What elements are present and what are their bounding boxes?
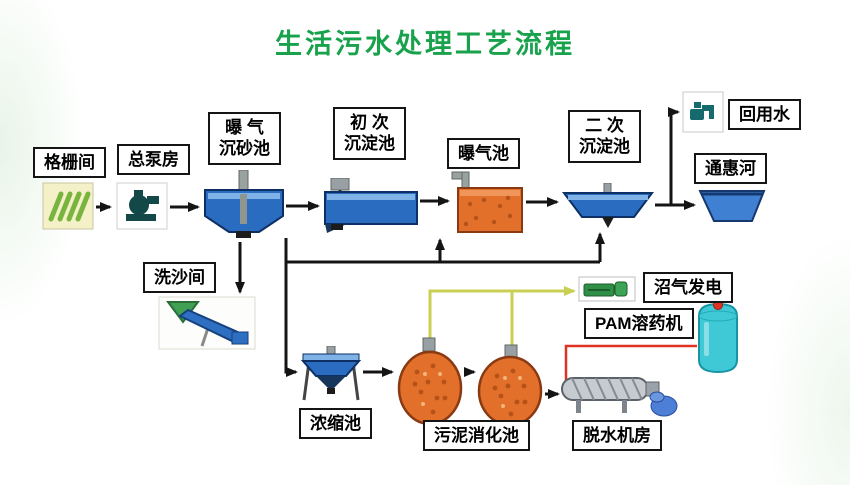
label-pam: PAM溶药机 (584, 308, 694, 340)
reuse-water-tap-icon (682, 91, 724, 133)
main-flow-arrows (96, 107, 696, 399)
label-primary-line1: 初 次 (350, 113, 389, 132)
label-primary-clarifier: 初 次 沉淀池 (333, 107, 406, 160)
label-aeration-tank: 曝气池 (447, 138, 520, 170)
pump-icon (116, 182, 168, 230)
sand-washer-icon (158, 296, 256, 350)
label-aerated-grit-line1: 曝 气 (225, 118, 264, 137)
label-thickener: 浓缩池 (299, 408, 372, 440)
dewatering-machine-icon (561, 377, 678, 417)
label-river: 通惠河 (694, 153, 767, 185)
river-channel-icon (698, 190, 766, 222)
label-biogas: 沼气发电 (643, 272, 733, 304)
label-pump-house: 总泵房 (117, 144, 190, 176)
aerated-grit-tank-icon (204, 170, 284, 238)
thickener-tank-icon (300, 346, 362, 401)
label-secondary-line1: 二 次 (585, 116, 624, 135)
digester-tank-2-icon (477, 344, 543, 427)
pam-tank-icon (698, 300, 738, 374)
biogas-generator-icon (578, 276, 636, 302)
secondary-clarifier-icon (562, 183, 654, 228)
label-grid-room: 格栅间 (33, 147, 106, 179)
label-reuse-water: 回用水 (728, 99, 801, 131)
digester-tank-1-icon (397, 337, 463, 426)
label-primary-line2: 沉淀池 (344, 134, 395, 154)
page-title: 生活污水处理工艺流程 (275, 29, 575, 59)
label-aerated-grit: 曝 气 沉砂池 (208, 112, 281, 165)
label-aerated-grit-line2: 沉砂池 (219, 139, 270, 159)
primary-clarifier-icon (324, 178, 418, 233)
label-sand-wash: 洗沙间 (143, 262, 216, 294)
label-dewatering: 脱水机房 (572, 420, 662, 452)
biogas-line (428, 286, 576, 350)
aeration-tank-icon (451, 171, 523, 233)
bar-screen-icon (42, 182, 94, 230)
label-secondary-line2: 沉淀池 (579, 137, 630, 157)
label-secondary-clarifier: 二 次 沉淀池 (568, 110, 641, 163)
label-digester: 污泥消化池 (423, 420, 530, 452)
